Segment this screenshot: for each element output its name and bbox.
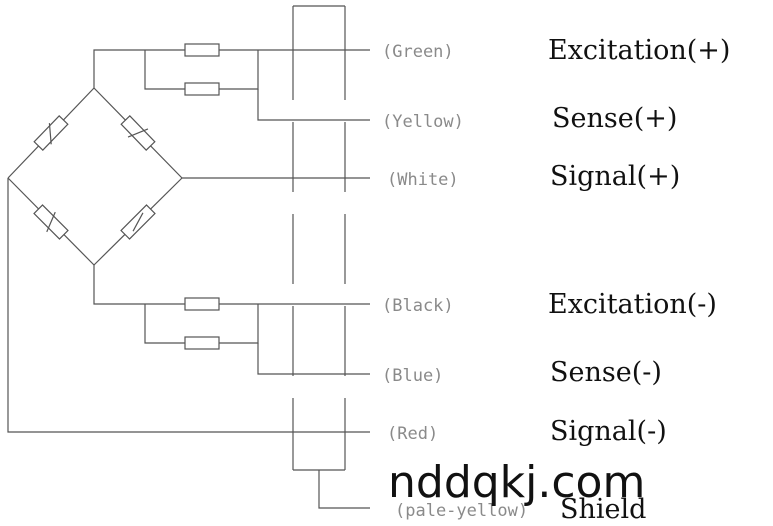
trim-resistor-bottom-1 xyxy=(184,297,220,311)
signal-label-signal-plus: Signal(+) xyxy=(550,161,680,192)
trim-resistor-top-2 xyxy=(184,82,220,96)
wire-color-yellow: (Yellow) xyxy=(382,112,464,132)
signal-label-signal-minus: Signal(-) xyxy=(550,416,667,447)
trim-resistor-top-1 xyxy=(184,43,220,57)
strain-gauge-top-left xyxy=(33,115,69,151)
strain-gauge-bottom-left xyxy=(33,204,69,240)
signal-label-sense-minus: Sense(-) xyxy=(550,357,662,388)
wire-color-blue: (Blue) xyxy=(382,366,443,386)
signal-label-excitation-plus: Excitation(+) xyxy=(548,35,730,66)
watermark-text: nddqkj.com xyxy=(388,457,645,508)
wire-color-black: (Black) xyxy=(382,296,454,316)
wire-color-red: (Red) xyxy=(387,424,438,444)
signal-label-shield: Shield xyxy=(560,494,646,525)
wire-color-white: (White) xyxy=(387,170,459,190)
bottom-network xyxy=(93,265,370,375)
trim-resistor-bottom-2 xyxy=(184,336,220,350)
cable-shield xyxy=(292,5,370,509)
wire-color-green: (Green) xyxy=(382,42,454,62)
top-network xyxy=(93,43,370,121)
bridge xyxy=(7,87,183,266)
signal-minus-wire xyxy=(7,178,370,433)
signal-label-sense-plus: Sense(+) xyxy=(552,103,677,134)
strain-gauge-top-right xyxy=(120,115,156,151)
strain-gauge-bottom-right xyxy=(120,204,156,240)
shield-drain-wire xyxy=(318,470,370,509)
signal-label-excitation-minus: Excitation(-) xyxy=(548,289,717,320)
wire-color-pale-yellow: (pale-yellow) xyxy=(395,501,528,521)
